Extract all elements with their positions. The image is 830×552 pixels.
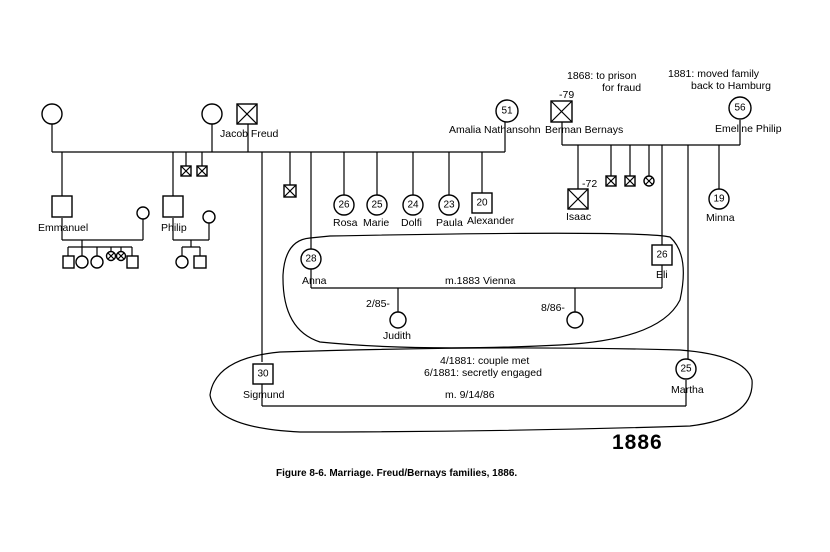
judith-symbol xyxy=(389,311,407,329)
alexander-age: 20 xyxy=(476,198,488,209)
moved-note-line2: back to Hamburg xyxy=(691,80,771,92)
philip-wife-symbol xyxy=(202,210,216,224)
martha-age: 25 xyxy=(680,364,692,375)
alexander-label: Alexander xyxy=(467,215,515,227)
amalia-symbol xyxy=(495,99,519,123)
emmanuel-child-5-deceased xyxy=(115,250,127,262)
freud-miscarriage-2 xyxy=(196,165,208,177)
isaac-symbol xyxy=(567,188,589,210)
emmanuel-wife-symbol xyxy=(136,206,150,220)
julius-deceased-symbol xyxy=(283,184,297,198)
philip-symbol xyxy=(162,195,184,218)
isaac-label: Isaac xyxy=(566,211,591,223)
second-child-birth: 8/86- xyxy=(541,302,565,314)
philip-label: Philip xyxy=(161,222,187,234)
judith-birth: 2/85- xyxy=(366,298,390,310)
emmanuel-child-4-deceased xyxy=(105,250,117,262)
jacob-freud-label: Jacob Freud xyxy=(220,128,279,140)
emmanuel-child-3 xyxy=(90,255,104,269)
emmanuel-child-6 xyxy=(126,255,139,269)
jacob-freud-symbol xyxy=(236,103,258,125)
first-wife-symbol xyxy=(41,103,63,125)
sigmund-martha-boundary xyxy=(209,347,753,433)
sigmund-age: 30 xyxy=(257,369,269,380)
eli-age: 26 xyxy=(656,250,668,261)
year-label: 1886 xyxy=(612,431,663,454)
emmanuel-symbol xyxy=(51,195,73,218)
anna-age: 28 xyxy=(305,254,317,265)
emmanuel-child-1 xyxy=(62,255,75,269)
minna-age: 19 xyxy=(713,194,725,205)
bernays-deceased-3 xyxy=(643,175,655,187)
eli-label: Eli xyxy=(656,269,668,281)
sigmund-marriage-note: m. 9/14/86 xyxy=(445,389,495,401)
philip-child-2 xyxy=(193,255,207,269)
prison-note-line2: for fraud xyxy=(602,82,641,94)
emmanuel-label: Emmanuel xyxy=(38,222,88,234)
sigmund-symbol xyxy=(252,363,274,385)
martha-symbol xyxy=(675,358,697,380)
couple-met-note: 4/1881: couple met xyxy=(440,355,529,367)
emmeline-age: 56 xyxy=(734,103,746,114)
berman-label: Berman Bernays xyxy=(545,124,623,136)
rosa-age: 26 xyxy=(338,200,350,211)
minna-label: Minna xyxy=(706,212,735,224)
marie-label: Marie xyxy=(363,217,389,229)
alexander-symbol xyxy=(471,192,493,214)
marie-age: 25 xyxy=(371,200,383,211)
amalia-age: 51 xyxy=(501,106,513,117)
emmeline-label: Emeline Philip xyxy=(715,123,782,135)
isaac-death-year: -72 xyxy=(582,178,597,190)
philip-child-1 xyxy=(175,255,189,269)
berman-death-year: -79 xyxy=(559,89,574,101)
paula-label: Paula xyxy=(436,217,463,229)
paula-symbol xyxy=(438,194,460,216)
dolfi-symbol xyxy=(402,194,424,216)
sigmund-label: Sigmund xyxy=(243,389,285,401)
judith-label: Judith xyxy=(383,330,411,342)
eli-marriage-note: m.1883 Vienna xyxy=(445,275,516,287)
freud-miscarriage-1 xyxy=(180,165,192,177)
anna-symbol xyxy=(300,248,322,270)
bernays-deceased-2 xyxy=(624,175,636,187)
anna-label: Anna xyxy=(302,275,327,287)
berman-bernays-symbol xyxy=(550,100,573,123)
rosa-label: Rosa xyxy=(333,217,358,229)
paula-age: 23 xyxy=(443,200,455,211)
dolfi-label: Dolfi xyxy=(401,217,422,229)
bernays-deceased-1 xyxy=(605,175,617,187)
amalia-label: Amalia Nathansohn xyxy=(449,124,541,136)
prison-note-line1: 1868: to prison xyxy=(567,70,637,82)
minna-symbol xyxy=(708,188,730,210)
marie-symbol xyxy=(366,194,388,216)
engaged-note: 6/1881: secretly engaged xyxy=(424,367,542,379)
moved-note-line1: 1881: moved family xyxy=(668,68,760,80)
anna-eli-boundary xyxy=(282,232,684,349)
martha-label: Martha xyxy=(671,384,704,396)
dolfi-age: 24 xyxy=(407,200,419,211)
rosa-symbol xyxy=(333,194,355,216)
eli-symbol xyxy=(651,244,673,266)
second-wife-symbol xyxy=(201,103,223,125)
emmeline-symbol xyxy=(728,96,752,120)
emmanuel-child-2 xyxy=(75,255,89,269)
figure-caption: Figure 8-6. Marriage. Freud/Bernays fami… xyxy=(276,468,517,479)
second-child-symbol xyxy=(566,311,584,329)
